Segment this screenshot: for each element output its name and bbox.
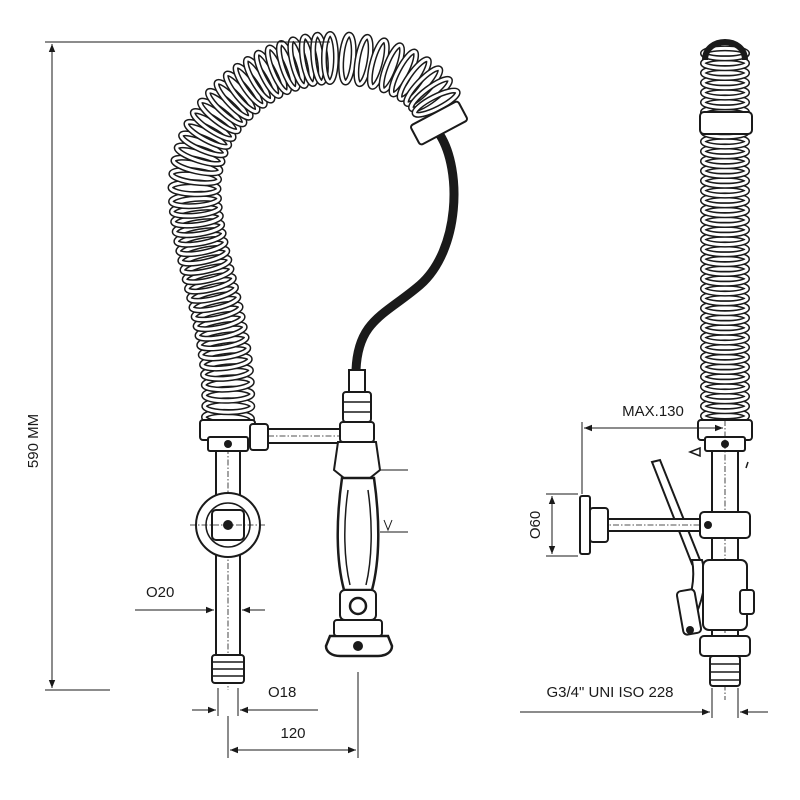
coil-loop [204, 87, 248, 128]
coil-loop [222, 70, 261, 115]
inlet-diameter-label: O18 [268, 684, 296, 701]
side-spray-lever-icon [650, 458, 706, 636]
front-spray-handle-icon [324, 476, 394, 658]
side-view [579, 39, 755, 700]
side-coil-spring-icon [699, 39, 753, 424]
front-flex-hose [351, 132, 459, 371]
front-swivel-joint [249, 423, 269, 451]
front-dimensions: 590 MM O20 O18 120 [25, 41, 359, 758]
spacing-dimension-label: 120 [280, 725, 305, 742]
thread-spec-label: G3/4" UNI ISO 228 [546, 684, 673, 701]
wall-flange-label: O60 [527, 511, 544, 539]
side-wall-flange [579, 495, 591, 555]
side-hose-clamp [699, 111, 753, 135]
side-arm-clamp [699, 511, 751, 539]
side-dimensions: MAX.130 O60 G3/4" UNI ISO 228 [520, 403, 768, 718]
front-view [167, 31, 468, 690]
side-inlet-nut [709, 655, 741, 687]
front-coil-spring-icon [167, 31, 461, 428]
front-spray-valve [332, 369, 382, 479]
height-dimension-label: 590 MM [25, 414, 42, 468]
front-hose-clamp [410, 100, 468, 146]
pipe-diameter-label: O20 [146, 584, 174, 601]
reach-dimension-label: MAX.130 [622, 403, 684, 420]
coil-loop [213, 78, 254, 121]
side-coil-top [702, 39, 748, 61]
